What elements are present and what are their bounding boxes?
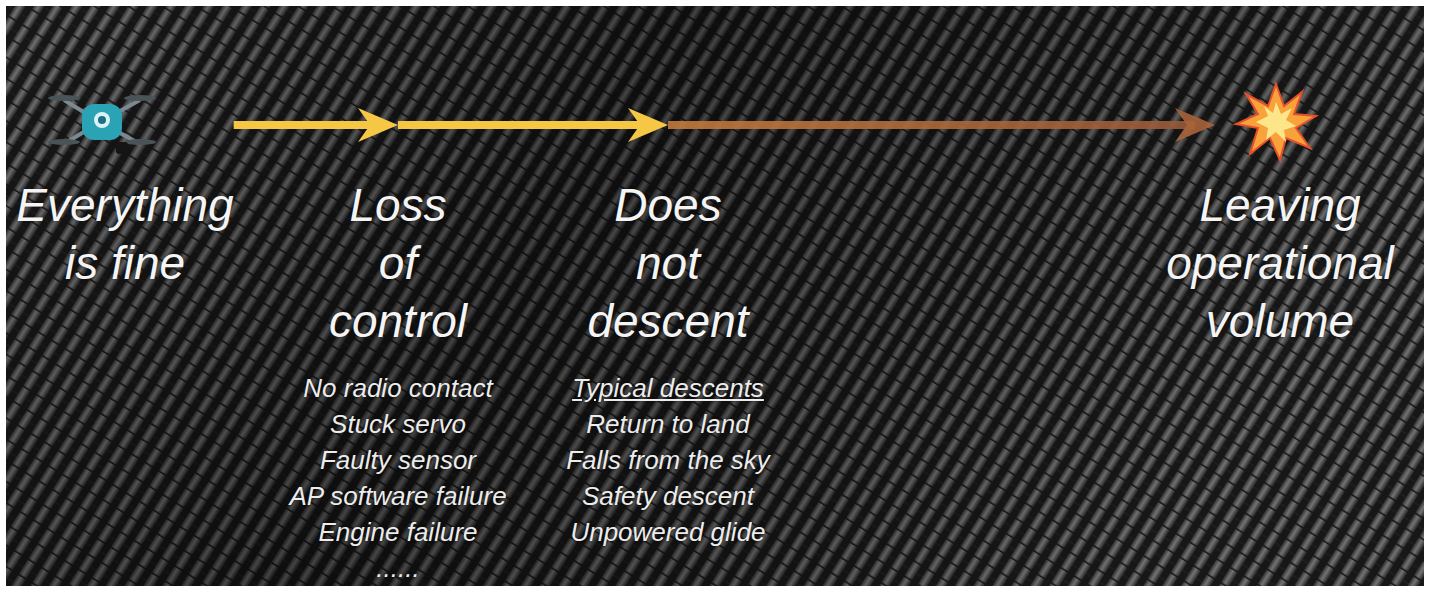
stage-node: Leaving operational volume: [1166, 130, 1394, 350]
list-item: AP software failure: [289, 478, 506, 514]
stage-title: Leaving operational volume: [1166, 130, 1394, 350]
carbon-fiber: [6, 6, 1424, 586]
shading: [6, 6, 1424, 586]
list-item: ......: [376, 550, 419, 586]
list-item: Return to land: [586, 406, 749, 442]
list-item: Engine failure: [319, 514, 478, 550]
flow-arrow: [668, 121, 1195, 129]
stage-title: Everything is fine: [16, 130, 233, 292]
list-item: Unpowered glide: [570, 514, 765, 550]
flow-arrow: [398, 121, 648, 129]
list-item: Falls from the sky: [566, 442, 770, 478]
stage-node: Loss of control No radio contactStuck ser…: [289, 130, 506, 586]
drone-icon: [48, 95, 156, 154]
list-item: Typical descents: [572, 370, 764, 406]
list-item: Stuck servo: [330, 406, 466, 442]
flow-arrow: [234, 121, 378, 129]
stage-title: Does not descent: [587, 130, 748, 350]
list-item: No radio contact: [303, 370, 492, 406]
stage-node: Everything is fine: [16, 130, 233, 292]
list-item: Safety descent: [582, 478, 754, 514]
stage-node: Does not descentTypical descentsReturn t…: [566, 130, 770, 550]
stage-title: Loss of control: [329, 130, 467, 350]
explosion-icon: [1236, 84, 1316, 160]
list-item: Faulty sensor: [320, 442, 476, 478]
